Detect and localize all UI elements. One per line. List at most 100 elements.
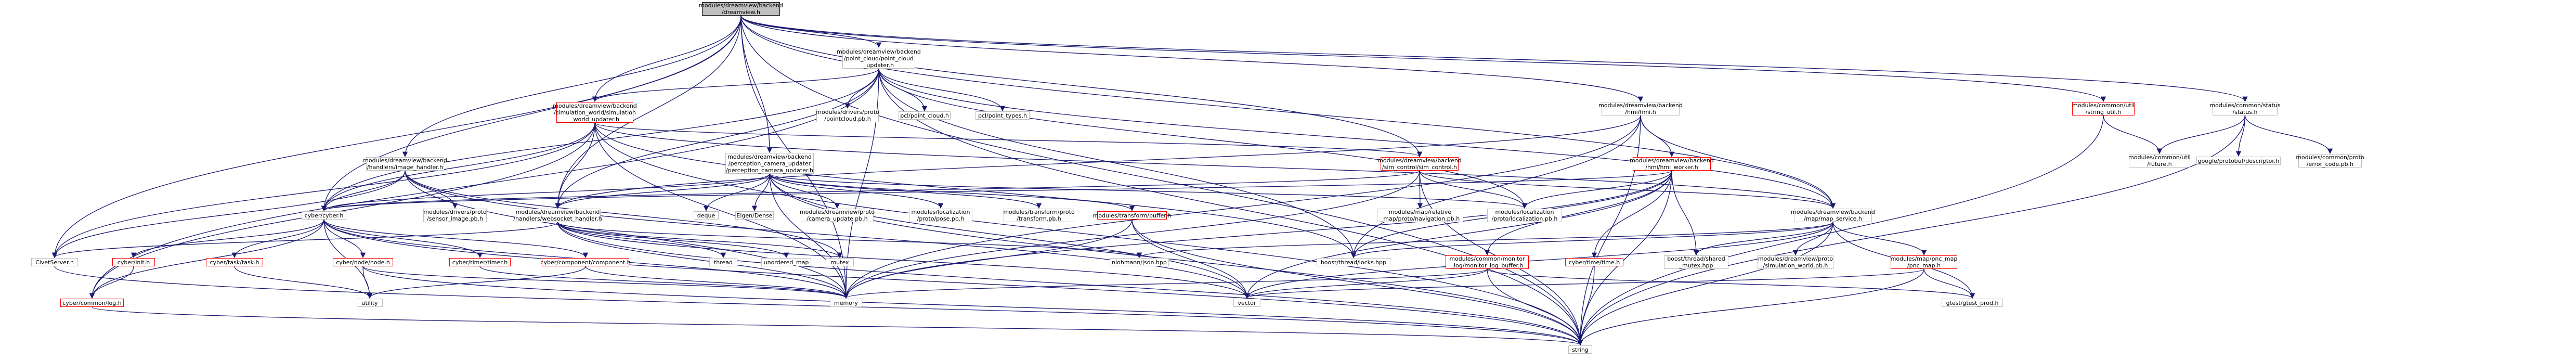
node-pcl-point-cloud-h[interactable]: pcl/point_cloud.h	[899, 111, 951, 120]
edge-percam-to-locpb	[769, 173, 1527, 209]
edge-wshandler-to-umap	[557, 222, 789, 259]
node-pointcloud-pb-h[interactable]: modules/drivers/proto /pointcloud.pb.h	[816, 109, 879, 122]
node-status-h[interactable]: modules/common/status /status.h	[2209, 102, 2281, 115]
edge-pc-to-simworld	[592, 68, 879, 102]
node-gtest-prod-h[interactable]: gtest/gtest_prod.h	[1942, 299, 2003, 307]
node-cyber-common-log-h[interactable]: cyber/common/log.h	[60, 299, 124, 307]
node-cyber-timer-h[interactable]: cyber/timer/timer.h	[449, 258, 511, 266]
node-simulation-world-pb-h[interactable]: modules/dreamview/proto /simulation_worl…	[1758, 255, 1833, 269]
edge-status-to-string	[1577, 115, 2246, 346]
node-sensor-image-pb-h[interactable]: modules/drivers/proto /sensor_image.pb.h	[423, 209, 487, 222]
edge-simworld-to-civet	[51, 122, 595, 259]
node-protobuf-descriptor-h[interactable]: google/protobuf/descriptor.h	[2196, 157, 2281, 165]
edge-hmi-to-locks	[1350, 115, 1641, 259]
edge-hmiworker-to-cyber	[321, 170, 1672, 212]
edge-hmi-to-memory	[843, 115, 1641, 299]
node-map-service-h[interactable]: modules/dreamview/backend /map/map_servi…	[1791, 209, 1875, 222]
node-dreamview-h[interactable]: modules/dreamview/backend /dreamview.h	[699, 2, 783, 16]
node-monitor-log-buffer-h[interactable]: modules/common/monitor _log/monitor_log_…	[1446, 255, 1529, 269]
node-websocket-handler-h[interactable]: modules/dreamview/backend /handlers/webs…	[513, 209, 602, 222]
edge-root-to-sutil	[740, 15, 2106, 102]
edge-pc-to-wshandler	[555, 68, 879, 209]
node-cyber-h[interactable]: cyber/cyber.h	[302, 211, 346, 220]
node-navigation-pb-h[interactable]: modules/map/relative _map/proto/navigati…	[1377, 209, 1463, 222]
node-pnc-map-h[interactable]: modules/map/pnc_map /pnc_map.h	[1890, 255, 1958, 269]
node-pcl-point-types-h[interactable]: pcl/point_types.h	[975, 111, 1030, 120]
node-vector[interactable]: vector	[1233, 299, 1260, 307]
node-cyber-node-h[interactable]: cyber/node/node.h	[333, 258, 393, 266]
node-hmi-h[interactable]: modules/dreamview/backend /hmi/hmi.h	[1598, 102, 1683, 115]
node-utility[interactable]: utility	[357, 299, 383, 307]
node-nlohmann-json-hpp[interactable]: nlohmann/json.hpp	[1110, 258, 1169, 266]
edge-cnode-to-string	[362, 266, 1583, 346]
edge-wshandler-to-mutex	[557, 222, 843, 259]
edge-wshandler-to-vector	[557, 222, 1250, 299]
node-camera-update-pb-h[interactable]: modules/dreamview/proto /camera_update.p…	[799, 209, 875, 222]
edge-mapsvc-to-pncmap	[1832, 222, 1927, 256]
edge-civet-to-string	[54, 266, 1583, 346]
edge-cinit-to-clog	[89, 266, 134, 299]
node-image-handler-h[interactable]: modules/dreamview/backend /handlers/imag…	[363, 157, 447, 171]
edge-ctimer-to-memory	[479, 266, 849, 299]
node-transform-buffer-h[interactable]: modules/transform/buffer.h	[1092, 211, 1172, 220]
node-error-code-pb-h[interactable]: modules/common/proto /error_code.pb.h	[2296, 154, 2364, 168]
edge-pc-to-cyber	[321, 68, 879, 212]
node-memory[interactable]: memory	[830, 299, 862, 307]
edge-simworld-to-mapsvc	[594, 122, 1836, 209]
edge-tfbuf-to-string	[1131, 219, 1583, 346]
node-sim-control-h[interactable]: modules/dreamview/backend /sim_control/s…	[1377, 157, 1462, 171]
node-cyber-init-h[interactable]: cyber/init.h	[112, 258, 155, 266]
node-perception-camera-updater-h[interactable]: modules/dreamview/backend /perception_ca…	[725, 153, 814, 174]
node-eigen-dense[interactable]: Eigen/Dense	[735, 211, 774, 220]
node-mutex[interactable]: mutex	[826, 258, 854, 266]
node-unordered-map[interactable]: unordered_map	[761, 258, 811, 266]
edge-imghandler-to-memory	[405, 170, 849, 299]
node-simulation-world-updater-h[interactable]: modules/dreamview/backend /simulation_wo…	[553, 102, 637, 123]
edge-percam-to-tfpb	[769, 173, 1042, 209]
node-localization-pb-h[interactable]: modules/localization /proto/localization…	[1487, 209, 1562, 222]
edge-ccomp-to-utility	[367, 266, 586, 299]
edge-percam-to-camupd	[769, 173, 840, 209]
edge-root-to-wshandler	[555, 15, 741, 209]
node-pose-pb-h[interactable]: modules/localization /proto/pose.pb.h	[909, 209, 972, 222]
edge-wshandler-to-thread	[557, 222, 726, 259]
edge-hmi-to-wshandler	[555, 115, 1641, 209]
node-thread[interactable]: thread	[709, 258, 737, 266]
edge-hmiworker-to-ctime	[1591, 170, 1672, 259]
edge-simctrl-to-mapsvc	[1419, 170, 1836, 209]
edge-hmiworker-to-shmutex	[1671, 170, 1699, 256]
edge-cyber-to-ctimer	[323, 219, 483, 259]
edge-mapsvc-to-simworldpb	[1792, 222, 1833, 256]
node-boost-locks-hpp[interactable]: boost/thread/locks.hpp	[1317, 258, 1390, 266]
edge-mapsvc-to-string	[1577, 222, 1833, 346]
edge-percam-to-wshandler	[555, 173, 770, 209]
node-cyber-component-h[interactable]: cyber/component/component.h	[540, 258, 631, 266]
edge-hmiworker-to-vector	[1244, 170, 1672, 299]
edge-root-to-pc	[740, 15, 882, 48]
edge-pc-to-pclpt	[878, 68, 1006, 112]
edge-status-to-future	[2156, 115, 2246, 155]
edge-clog-to-string	[92, 306, 1583, 346]
edge-simworld-to-simctrl	[594, 122, 1422, 158]
edge-pncmap-to-vector	[1244, 268, 1924, 299]
node-cyber-time-h[interactable]: cyber/time/time.h	[1565, 258, 1623, 266]
edge-root-to-string	[740, 15, 1583, 346]
edge-simworld-to-locks	[594, 122, 1357, 259]
node-point-cloud-updater-h[interactable]: modules/dreamview/backend /point_cloud/p…	[837, 48, 921, 69]
node-string[interactable]: string	[1568, 345, 1592, 354]
node-cyber-task-h[interactable]: cyber/task/task.h	[206, 258, 263, 266]
node-future-h[interactable]: modules/common/util /future.h	[2128, 154, 2191, 168]
edge-wshandler-to-civet	[52, 222, 558, 259]
node-deque[interactable]: deque	[694, 211, 719, 220]
edge-mapsvc-to-json	[1137, 222, 1833, 259]
node-boost-shared-mutex-hpp[interactable]: boost/thread/shared _mutex.hpp	[1664, 255, 1728, 269]
node-civetserver-h[interactable]: CivetServer.h	[31, 258, 78, 266]
edge-hmi-to-string	[1577, 115, 1641, 346]
node-string-util-h[interactable]: modules/common/util /string_util.h	[2072, 102, 2135, 115]
edge-cyber-to-ccomp	[323, 219, 589, 259]
edge-monlog-to-vector	[1244, 268, 1488, 299]
edge-mapsvc-to-locks	[1351, 222, 1833, 259]
edge-percam-to-eigen	[751, 173, 770, 212]
node-transform-pb-h[interactable]: modules/transform/proto /transform.pb.h	[1003, 209, 1075, 222]
node-hmi-worker-h[interactable]: modules/dreamview/backend /hmi/hmi_worke…	[1630, 157, 1714, 171]
